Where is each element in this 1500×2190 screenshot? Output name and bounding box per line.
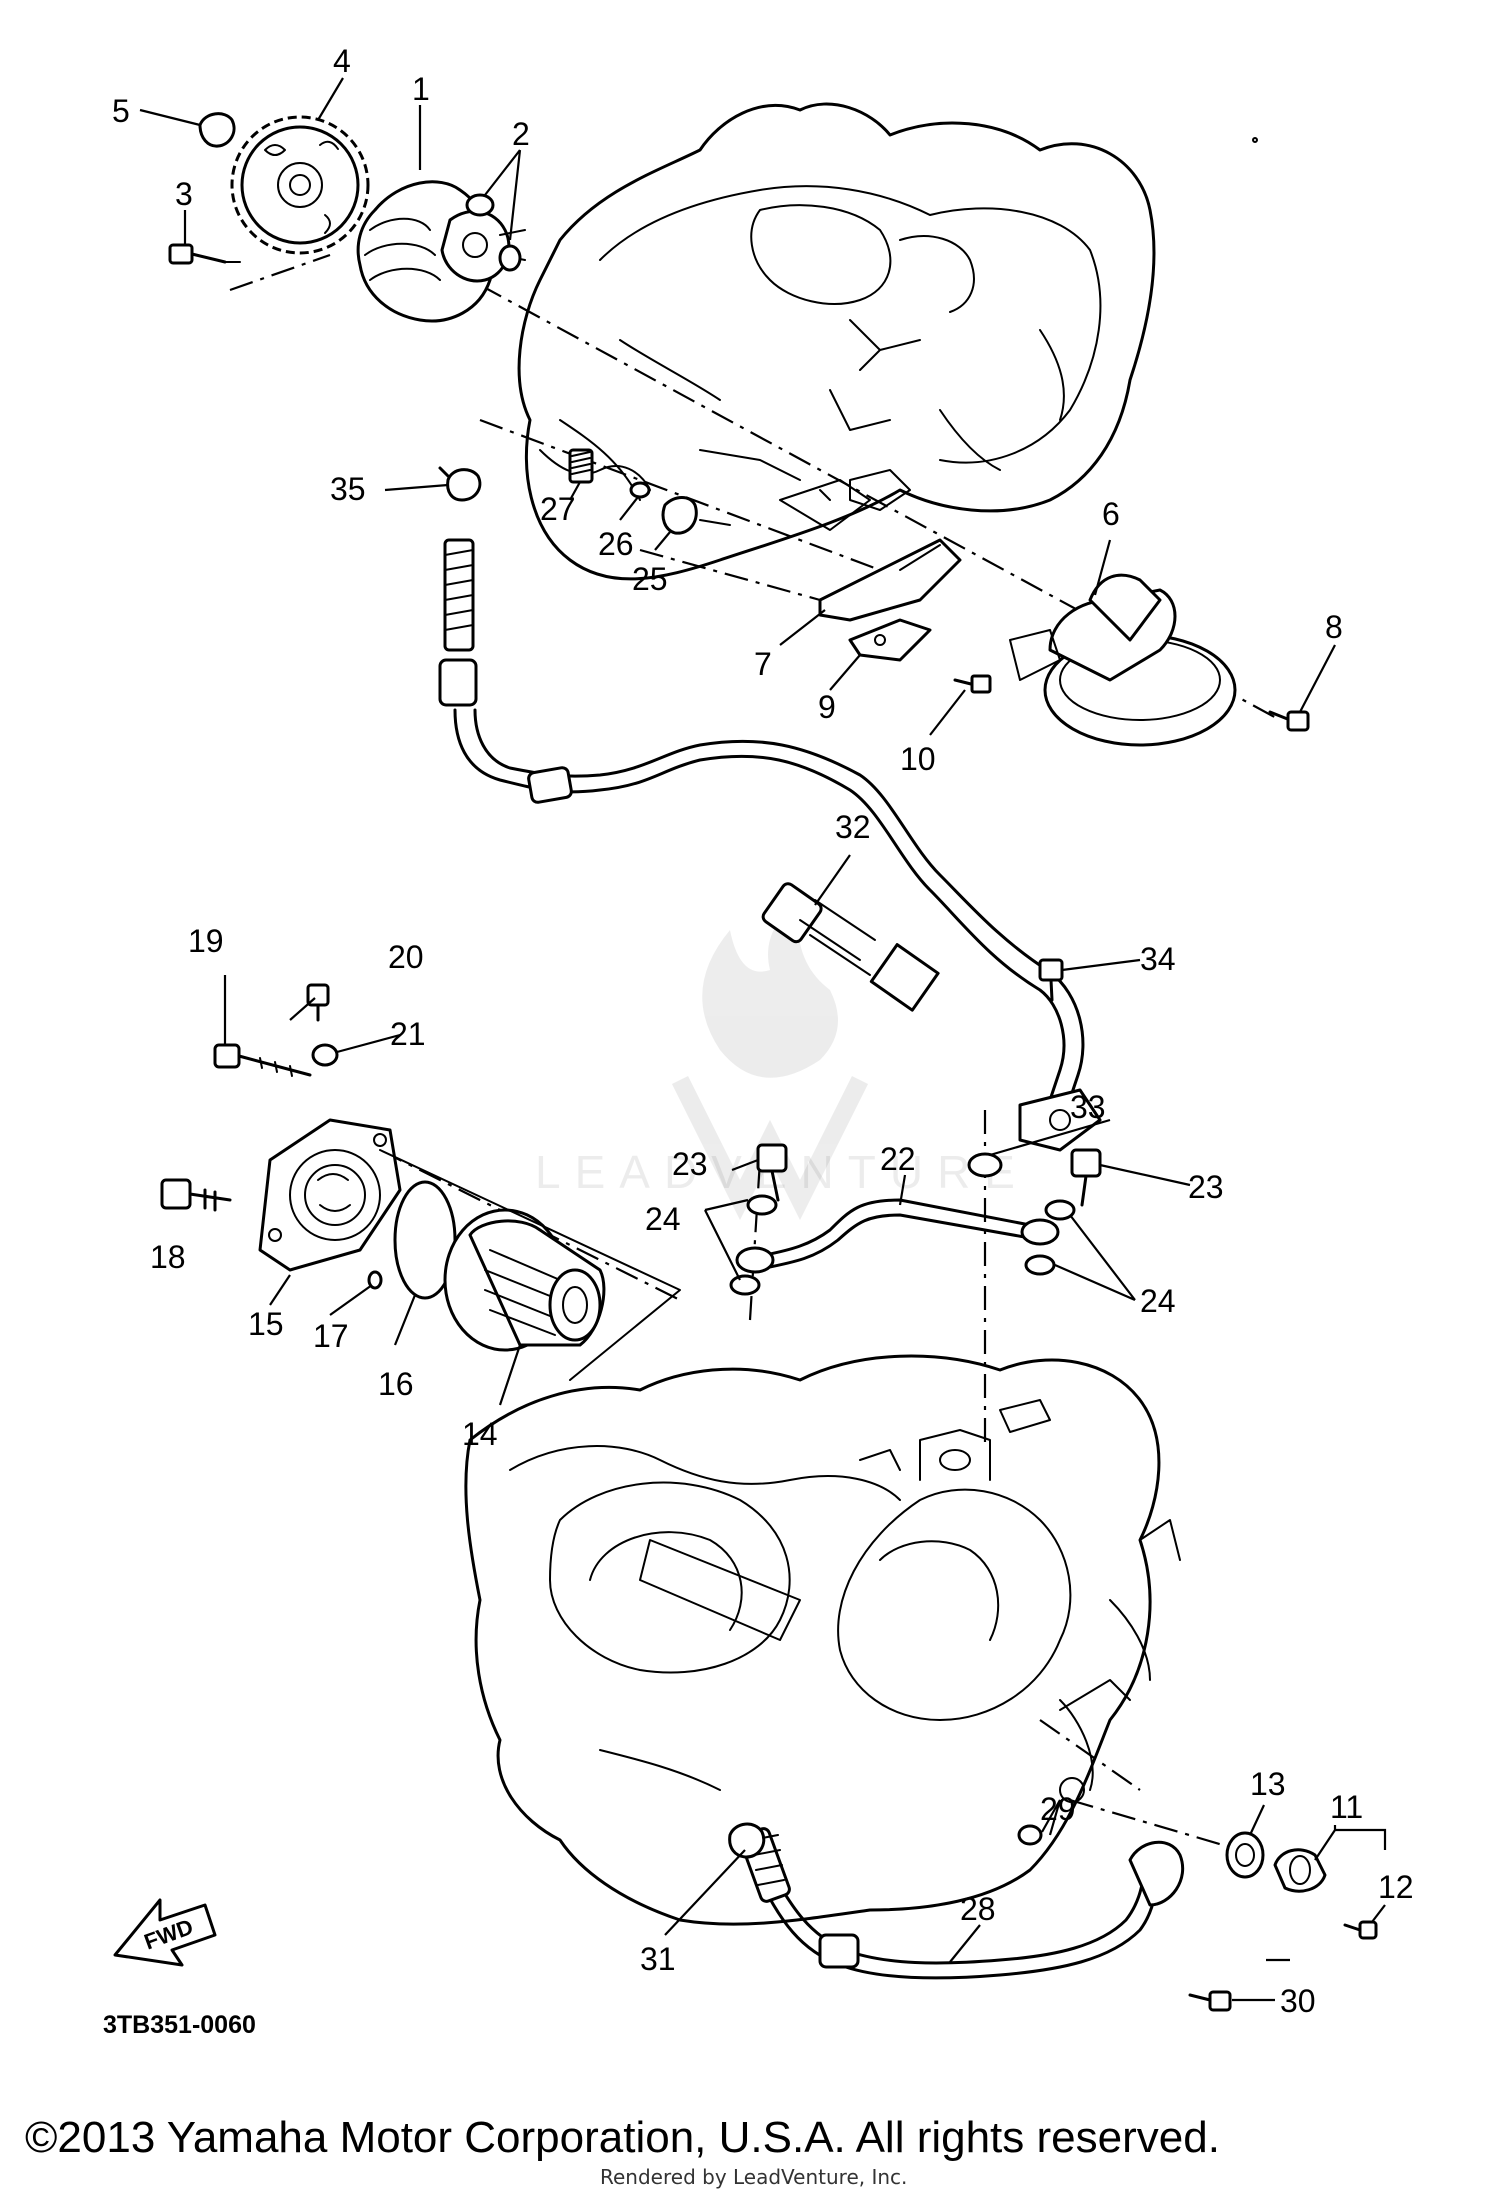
washer	[311, 1043, 339, 1067]
callout-34: 34	[1140, 941, 1176, 977]
callout-35: 35	[330, 471, 366, 507]
callout-18: 18	[150, 1239, 186, 1275]
lower-crankcase	[464, 1354, 1181, 1926]
callout-11: 11	[1330, 1789, 1363, 1825]
rendered-by-notice: Rendered by LeadVenture, Inc.	[600, 2165, 907, 2189]
union-bolt	[1070, 1148, 1102, 1207]
callout-4: 4	[333, 43, 351, 79]
oil-filter-cover	[258, 1118, 402, 1272]
callout-14: 14	[462, 1416, 498, 1452]
callout-33: 33	[1070, 1089, 1106, 1125]
copyright-notice: ©2013 Yamaha Motor Corporation, U.S.A. A…	[25, 2113, 1220, 2162]
screw	[1343, 1920, 1378, 1940]
callout-24: 24	[1140, 1283, 1176, 1319]
callouts: 4 1 2 5 3 35 27 26 25 6 7 8 9 10 32 34 3…	[112, 43, 1414, 2019]
callout-27: 27	[540, 491, 576, 527]
gasket	[848, 618, 932, 662]
o-ring	[367, 1270, 383, 1290]
oil-hose-upper	[438, 538, 1102, 1152]
oil-delivery-pipe	[735, 1198, 1060, 1274]
watermark-logo	[671, 900, 869, 1221]
callout-7: 7	[754, 646, 772, 682]
copper-washer	[1044, 1199, 1076, 1221]
circlip	[198, 112, 236, 148]
callout-26: 26	[598, 526, 634, 562]
callout-22: 22	[880, 1141, 916, 1177]
callout-31: 31	[640, 1941, 676, 1977]
callout-15: 15	[248, 1306, 284, 1342]
callout-25: 25	[632, 561, 668, 597]
oil-strainer	[1009, 573, 1237, 747]
o-ring	[629, 481, 651, 499]
callout-6: 6	[1102, 496, 1120, 532]
drain-bolt	[1273, 1848, 1327, 1893]
o-ring	[465, 193, 495, 217]
callout-5: 5	[112, 93, 130, 129]
dowel-pin	[568, 448, 594, 484]
callout-12: 12	[1378, 1869, 1414, 1905]
callout-21: 21	[390, 1016, 426, 1052]
copper-washer	[746, 1194, 778, 1216]
pump-gear	[230, 115, 370, 255]
callout-2: 2	[512, 116, 530, 152]
copper-washer	[729, 1274, 761, 1296]
copper-washer	[1024, 1254, 1056, 1276]
diagram-code: 3TB351-0060	[103, 2011, 256, 2039]
hose-clamp	[438, 466, 482, 502]
gasket	[1225, 1831, 1265, 1879]
callout-8: 8	[1325, 609, 1343, 645]
callout-17: 17	[313, 1318, 349, 1354]
fwd-arrow: FWD	[113, 1898, 217, 1967]
callout-32: 32	[835, 809, 871, 845]
callout-1: 1	[412, 71, 430, 107]
oil-pump	[356, 180, 526, 323]
bolt	[953, 674, 992, 694]
plate	[818, 538, 962, 622]
callout-9: 9	[818, 689, 836, 725]
bolt	[1268, 710, 1310, 732]
callout-19: 19	[188, 923, 224, 959]
bolt	[213, 1043, 312, 1077]
callout-3: 3	[175, 176, 193, 212]
callout-28: 28	[960, 1891, 996, 1927]
leader-lines	[139, 77, 1387, 2002]
callout-29: 29	[1040, 1791, 1076, 1827]
union-bolt	[756, 1143, 788, 1202]
callout-30: 30	[1280, 1983, 1316, 2019]
o-ring	[498, 244, 522, 272]
o-ring	[1017, 1824, 1043, 1846]
oil-filter-element	[443, 1208, 606, 1352]
callout-24: 24	[645, 1201, 681, 1237]
assembly-center-lines	[229, 253, 1290, 1962]
o-ring	[967, 1152, 1003, 1178]
callout-23: 23	[672, 1146, 708, 1182]
callout-10: 10	[900, 741, 936, 777]
callout-16: 16	[378, 1366, 414, 1402]
callout-13: 13	[1250, 1766, 1286, 1802]
callout-23: 23	[1188, 1169, 1224, 1205]
bolt	[1188, 1990, 1232, 2012]
callout-20: 20	[388, 939, 424, 975]
oil-seal	[661, 496, 698, 535]
screw	[168, 243, 227, 265]
hose-clamp	[728, 1822, 766, 1859]
bolt	[160, 1178, 232, 1212]
